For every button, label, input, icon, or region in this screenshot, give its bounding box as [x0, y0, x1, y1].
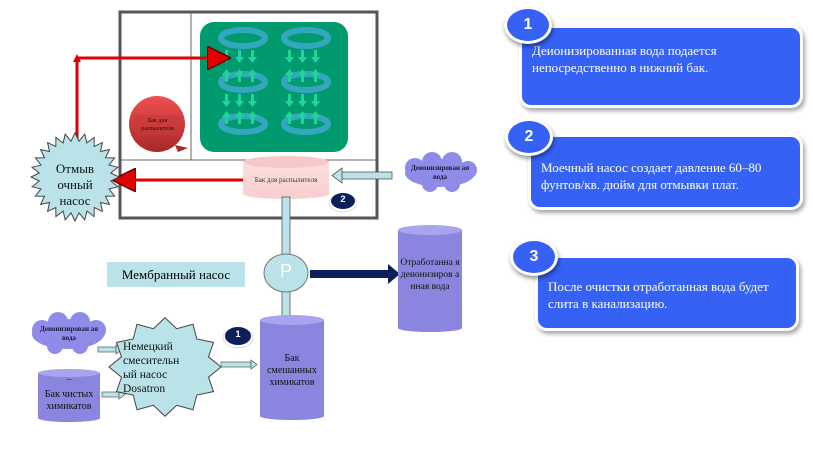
callout-step-1-text: Деионизированная вода подается непосредс… — [532, 43, 717, 75]
callout-step-1-badge: 1 — [504, 6, 552, 44]
callout-step-3-badge: 3 — [510, 238, 558, 276]
deionized-water-left-label: Деионизирован ая вода — [39, 325, 99, 342]
deionized-inlet-arrow — [331, 167, 393, 184]
mixer-pump-label-line-1: Немецкий — [123, 341, 173, 353]
pure-chem-tank-dash: – — [66, 374, 72, 384]
mixer-pump-label-line-2: смесительн — [123, 355, 180, 367]
callout-step-3-text: После очистки отработанная вода будет сл… — [548, 279, 769, 311]
sprayer-tank-top-tail — [175, 145, 188, 152]
step-marker-2-label: 2 — [340, 194, 346, 204]
mixed-chem-tank-shape — [260, 315, 324, 420]
sprayer-tank-bottom-label: Бак для распылителя — [254, 176, 318, 184]
step-marker-2 — [328, 193, 358, 213]
callout-step-1: Деионизированная вода подается непосредс… — [519, 25, 803, 108]
deionized-water-top-label: Деионизирован ая вода — [410, 164, 470, 181]
pressure-pipe-arrowhead-up — [73, 54, 81, 62]
callout-step-2-text: Моечный насос создает давление 60–80 фун… — [541, 160, 762, 192]
sprayer-tank-top-label: Бак для распылителя — [141, 118, 174, 132]
feed-pipe-upper — [281, 196, 291, 256]
membrane-pump-label: Мембранный насос — [107, 262, 245, 287]
callout-step-2: Моечный насос создает давление 60–80 фун… — [528, 134, 803, 210]
spray-row-1 — [218, 27, 331, 49]
mixer-pump-shape — [108, 317, 222, 417]
waste-water-tank-shape — [398, 225, 462, 332]
mixer-pump-label-line-3: ый насос — [123, 369, 168, 381]
step-marker-1 — [222, 327, 254, 349]
wash-chamber — [200, 22, 348, 152]
pure-chem-tank-shape — [38, 369, 100, 422]
waste-water-tank-label: Отработанна я деионизиров анная вода — [400, 258, 460, 292]
sprayer-tank-bottom-shape — [243, 156, 329, 199]
wash-pump-label: Отмыв очный насос — [42, 161, 108, 209]
spray-jet-arrows — [222, 50, 320, 124]
callout-step-3: После очистки отработанная вода будет сл… — [535, 255, 799, 331]
wash-pump-label-line-2: очный — [57, 177, 93, 192]
callout-step-2-badge: 2 — [505, 118, 553, 156]
deionized-water-cloud-left — [32, 312, 106, 354]
wash-pump-label-line-1: Отмыв — [55, 161, 95, 176]
wash-pump-label-line-3: насос — [59, 193, 91, 208]
deionized-water-cloud-top — [405, 152, 477, 192]
mixer-pump-label-line-4: Dosatron — [123, 383, 166, 395]
waste-outlet-arrow — [310, 264, 400, 284]
mixed-chem-tank-label: Бак смешанных химикатов — [267, 353, 317, 388]
mixer-pump-label: Немецкий смесительн ый насос Dosatron — [123, 340, 203, 396]
membrane-pump-shape — [263, 253, 309, 293]
pure-chem-tank-label: Бак чистых химикатов — [44, 389, 94, 412]
wash-pump-shape — [29, 131, 121, 223]
step-marker-1-label: 1 — [235, 329, 241, 339]
mixer-to-mixed-tank-arrow — [220, 359, 258, 370]
membrane-pump-symbol: P — [279, 261, 292, 281]
